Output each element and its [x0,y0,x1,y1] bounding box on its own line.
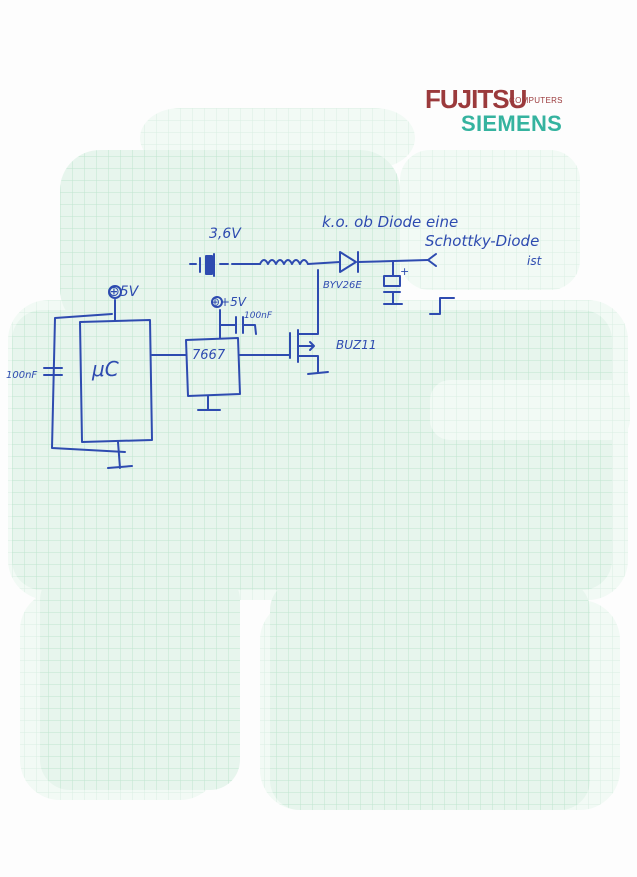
output-terminal [427,253,437,267]
mc-box [79,319,153,443]
output-cap [383,275,403,305]
fujitsu-siemens-logo: FUJITSU COMPUTERS SIEMENS [425,84,575,144]
mc-loop-wire [51,313,126,453]
label-mosfet: BUZ11 [336,338,377,352]
label-driver: 7667 [192,348,226,363]
mc-cap [43,367,63,376]
label-36v: 3,6V [209,226,242,242]
note-line-2: Schottky-Diode [425,232,539,250]
label-5v-driver: ⊕+5V [210,295,247,309]
mc-ground-wire [107,441,133,469]
label-diode: BYV26E [323,280,362,291]
mosfet-drain [297,269,319,335]
inductor [259,259,309,265]
driver-cap [219,316,257,335]
pulse-symbol [429,297,455,315]
logo-siemens-text: SIEMENS [461,111,563,136]
driver-box [185,337,241,397]
logo-computers-text: COMPUTERS [509,96,563,105]
mosfet-source [297,355,329,375]
label-cap-driver: 100nF [244,311,273,321]
label-5v-mc: ⊕5V [108,284,140,300]
driver-ground [197,395,221,411]
diode [339,251,359,273]
note-line-3: ist [527,254,543,268]
battery-fill [205,255,213,275]
label-cap-plus: + [400,265,409,278]
label-cap-mc: 100nF [6,370,37,381]
logo-fujitsu-text: FUJITSU [425,84,527,114]
battery [189,253,229,277]
mosfet-body [297,341,315,351]
inductor-to-diode [307,261,341,265]
label-mc: μC [91,357,119,381]
note-line-1: k.o. ob Diode eine [322,213,458,231]
